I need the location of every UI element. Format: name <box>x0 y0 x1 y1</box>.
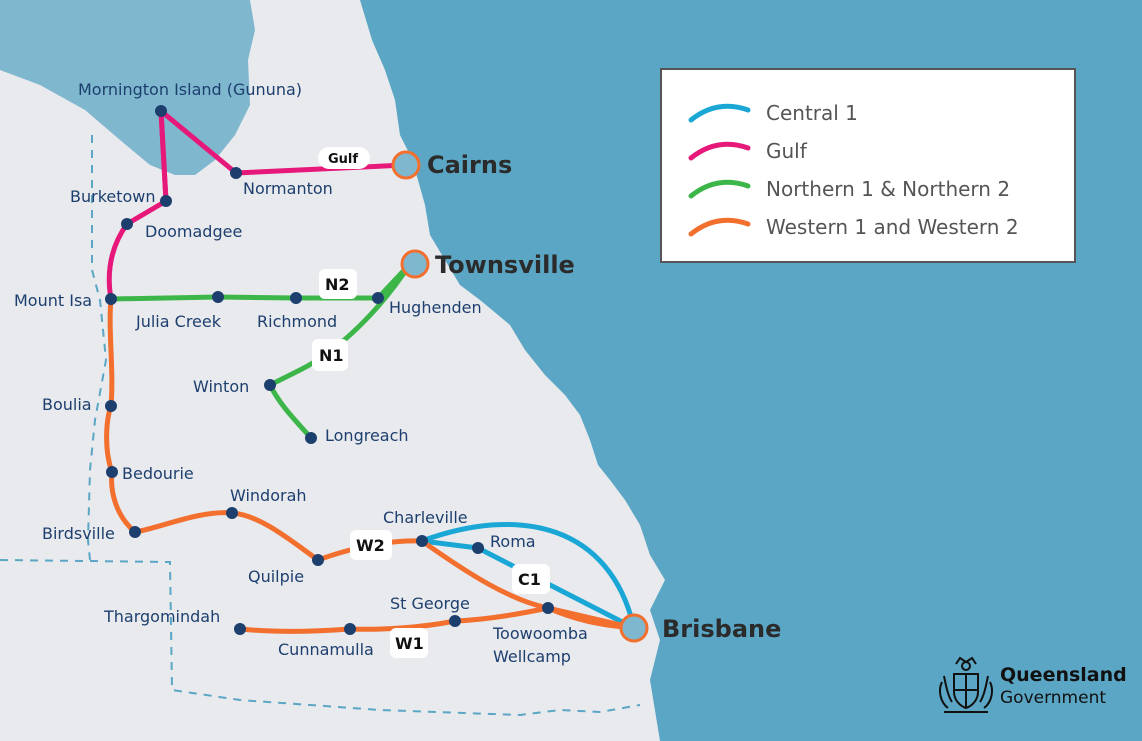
dot-toowoomba <box>542 602 554 614</box>
svg-text:W2: W2 <box>356 536 385 555</box>
tag-w2: W2 <box>350 530 392 560</box>
dot-quilpie <box>312 554 324 566</box>
tag-gulf: Gulf <box>318 147 370 169</box>
label-boulia: Boulia <box>42 395 92 414</box>
tag-w1: W1 <box>390 628 428 658</box>
legend-item-western: Western 1 and Western 2 <box>662 210 1074 244</box>
dot-mornington <box>155 105 167 117</box>
label-cunnamulla: Cunnamulla <box>278 640 374 659</box>
label-longreach: Longreach <box>325 426 409 445</box>
hub-brisbane-marker <box>619 613 649 643</box>
label-brisbane: Brisbane <box>662 615 781 643</box>
label-townsville: Townsville <box>435 251 575 279</box>
label-charleville: Charleville <box>383 508 468 527</box>
gulf-of-carpentaria <box>0 0 255 175</box>
route-central-1-north <box>419 522 637 631</box>
dot-bedourie <box>106 466 118 478</box>
label-birdsville: Birdsville <box>42 524 115 543</box>
label-quilpie: Quilpie <box>248 567 304 586</box>
legend-swatch-central <box>688 103 751 123</box>
dot-charleville <box>416 535 428 547</box>
label-winton: Winton <box>193 377 249 396</box>
legend-item-northern: Northern 1 & Northern 2 <box>662 172 1074 206</box>
legend-label-gulf: Gulf <box>766 139 807 163</box>
logo-line-1: Queensland <box>1000 664 1127 686</box>
route-gulf-spur <box>158 108 169 204</box>
dot-thargomindah <box>234 623 246 635</box>
dot-richmond <box>290 292 302 304</box>
state-borders <box>0 135 641 717</box>
hub-townsville-marker <box>400 249 430 279</box>
dot-normanton <box>230 167 242 179</box>
label-hughenden: Hughenden <box>389 298 482 317</box>
legend-swatch-northern <box>688 179 751 199</box>
label-toowoomba: Toowoomba <box>492 624 588 643</box>
coat-of-arms-icon <box>939 656 993 713</box>
hub-labels: Cairns Townsville Brisbane <box>427 151 781 643</box>
legend-label-central: Central 1 <box>766 101 858 125</box>
label-windorah: Windorah <box>230 486 307 505</box>
label-thargomindah: Thargomindah <box>103 607 220 626</box>
label-bedourie: Bedourie <box>122 464 194 483</box>
label-mornington: Mornington Island (Gununa) <box>78 80 302 99</box>
dot-st-george <box>449 615 461 627</box>
svg-text:N1: N1 <box>319 346 344 365</box>
town-dots <box>105 105 554 635</box>
tag-n1: N1 <box>312 339 348 371</box>
legend-label-western: Western 1 and Western 2 <box>766 215 1019 239</box>
svg-text:C1: C1 <box>518 570 541 589</box>
dot-julia-creek <box>212 291 224 303</box>
svg-text:W1: W1 <box>395 634 424 653</box>
tag-c1: C1 <box>512 564 550 594</box>
dot-mount-isa <box>105 293 117 305</box>
legend-item-gulf: Gulf <box>662 134 1074 168</box>
dot-winton <box>264 379 276 391</box>
town-labels: Mornington Island (Gununa) Normanton Bur… <box>14 80 588 666</box>
svg-text:Gulf: Gulf <box>328 152 358 167</box>
queensland-government-logo: Queensland Government <box>934 652 1127 718</box>
logo-line-2: Government <box>1000 688 1107 708</box>
hub-cairns-marker <box>391 150 421 180</box>
legend-swatch-gulf <box>688 141 751 161</box>
dot-longreach <box>305 432 317 444</box>
dot-cunnamulla <box>344 623 356 635</box>
dot-doomadgee <box>121 218 133 230</box>
dot-hughenden <box>372 292 384 304</box>
dot-roma <box>472 542 484 554</box>
tag-n2: N2 <box>319 269 357 299</box>
label-normanton: Normanton <box>243 179 333 198</box>
legend-item-central: Central 1 <box>662 96 1074 130</box>
svg-text:N2: N2 <box>325 275 350 294</box>
label-mount-isa: Mount Isa <box>14 291 92 310</box>
label-richmond: Richmond <box>257 312 337 331</box>
hub-markers <box>391 150 649 643</box>
label-doomadgee: Doomadgee <box>145 222 242 241</box>
dot-birdsville <box>129 526 141 538</box>
dot-boulia <box>105 400 117 412</box>
label-cairns: Cairns <box>427 151 512 179</box>
label-burketown: Burketown <box>70 187 156 206</box>
label-roma: Roma <box>490 532 536 551</box>
legend: Central 1 Gulf Northern 1 & Northern 2 W… <box>660 68 1076 263</box>
label-julia-creek: Julia Creek <box>135 312 222 331</box>
label-wellcamp: Wellcamp <box>493 647 571 666</box>
dot-burketown <box>160 195 172 207</box>
legend-swatch-western <box>688 217 751 237</box>
route-tags: Gulf N2 N1 W2 C1 W1 <box>312 147 550 658</box>
label-st-george: St George <box>390 594 470 613</box>
legend-label-northern: Northern 1 & Northern 2 <box>766 177 1011 201</box>
dot-windorah <box>226 507 238 519</box>
